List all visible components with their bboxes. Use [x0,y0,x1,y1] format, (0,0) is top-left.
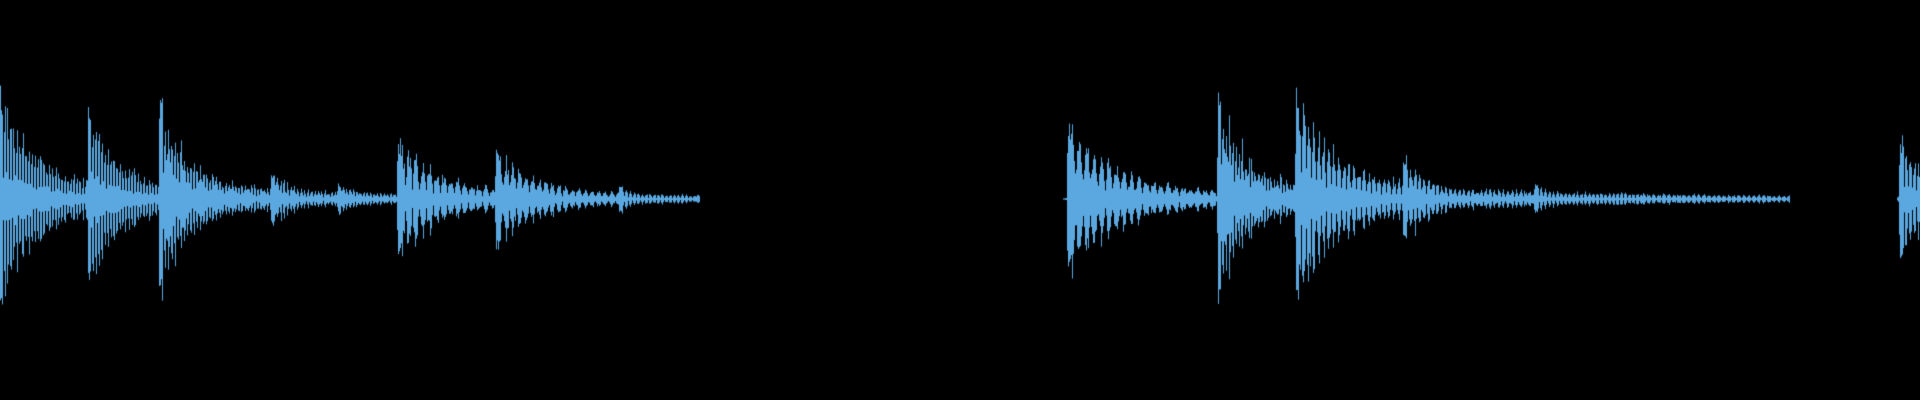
waveform-viewer [0,0,1920,400]
waveform-canvas[interactable] [0,0,1920,400]
